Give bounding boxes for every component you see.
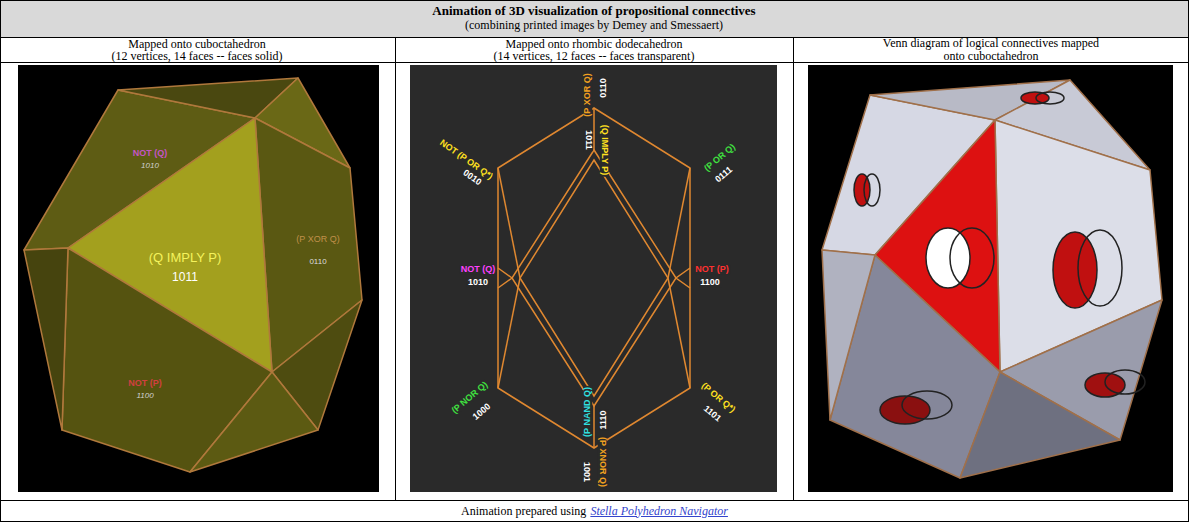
- venn-circle: [854, 174, 870, 206]
- software-link: Stella Polyhedron Navigator: [590, 504, 728, 519]
- column-rule: [793, 37, 794, 500]
- cuboctahedron-venn: [808, 65, 1173, 492]
- header-band: [0, 0, 1189, 37]
- image-ground: [410, 65, 777, 492]
- connective-name: (P NAND Q): [583, 386, 592, 438]
- connective-name: (Q IMPLY P): [149, 251, 221, 265]
- row-rule: [0, 500, 1189, 501]
- edge: [593, 406, 595, 448]
- venn-circle: [1053, 232, 1097, 308]
- truth-value: 0110: [599, 77, 608, 99]
- truth-value: 1100: [699, 278, 721, 287]
- truth-value: 0111: [713, 165, 735, 186]
- venn-circle: [880, 396, 930, 424]
- image-ground: [18, 65, 379, 492]
- edge: [676, 268, 690, 288]
- truth-value: 1101: [701, 403, 724, 424]
- connective-name: NOT (P): [694, 265, 730, 274]
- venn-circle: [1021, 92, 1049, 104]
- column-header: (12 vertices, 14 faces -- faces solid): [112, 50, 283, 63]
- cuboctahedron-solid: [18, 65, 379, 492]
- venn-circle: [926, 228, 970, 288]
- column-header: Mapped onto cuboctahedron: [128, 38, 265, 51]
- triangle-face: [24, 248, 68, 430]
- connective-name: NOT (P): [128, 379, 162, 388]
- truth-value: 0110: [309, 258, 326, 266]
- venn-figures: [854, 92, 1145, 424]
- column-header: (14 vertices, 12 faces -- faces transpar…: [494, 50, 695, 63]
- truth-value: 1011: [172, 271, 198, 284]
- table-title: Animation of 3D visualization of proposi…: [432, 4, 755, 18]
- caption-row: Animation prepared using Stella Polyhedro…: [0, 500, 1189, 522]
- venn-circle: [950, 228, 994, 288]
- venn-circle: [1036, 92, 1064, 104]
- truth-value: 1110: [599, 409, 608, 430]
- truth-value: 1000: [471, 401, 494, 422]
- connective-name: NOT (Q): [460, 265, 497, 274]
- outer-hexagon: [498, 108, 690, 448]
- edge: [668, 278, 690, 388]
- subtitle: (combining printed images by Demey and S…: [465, 19, 723, 32]
- edge: [498, 168, 520, 278]
- image-ground: [808, 65, 1173, 492]
- truth-value: 1100: [136, 392, 153, 400]
- connective-name: (Q IMPLY P): [599, 124, 608, 177]
- inner-rhombus: [512, 150, 676, 406]
- connective-name: NOT (Q): [133, 149, 168, 158]
- column-header: Venn diagram of logical connectives mapp…: [871, 37, 1111, 62]
- connective-name: (P XOR Q): [296, 235, 339, 244]
- truth-value: 1010: [141, 162, 159, 170]
- truth-value: 1011: [583, 129, 592, 151]
- edge: [498, 268, 512, 288]
- edge: [498, 278, 520, 388]
- connective-name: (P XOR Q): [583, 72, 592, 117]
- column-header: Mapped onto rhombic dodecahedron: [506, 38, 683, 51]
- column-rule: [395, 37, 396, 500]
- truth-value: 1010: [467, 278, 489, 287]
- venn-circle: [864, 174, 880, 206]
- venn-circle: [902, 391, 952, 419]
- triangle-face: [190, 372, 318, 472]
- rhombic-dodecahedron-wireframe: [410, 65, 777, 492]
- edge: [593, 108, 595, 150]
- venn-circle: [1078, 230, 1122, 306]
- inner-rhombus: [520, 160, 668, 396]
- truth-value: 1001: [581, 461, 590, 483]
- venn-circle: [1105, 370, 1145, 394]
- table-caption: Animation prepared using: [461, 504, 586, 519]
- edge: [668, 168, 690, 278]
- connective-name: (P XNOR Q): [597, 436, 606, 488]
- triangle-face: [822, 250, 875, 420]
